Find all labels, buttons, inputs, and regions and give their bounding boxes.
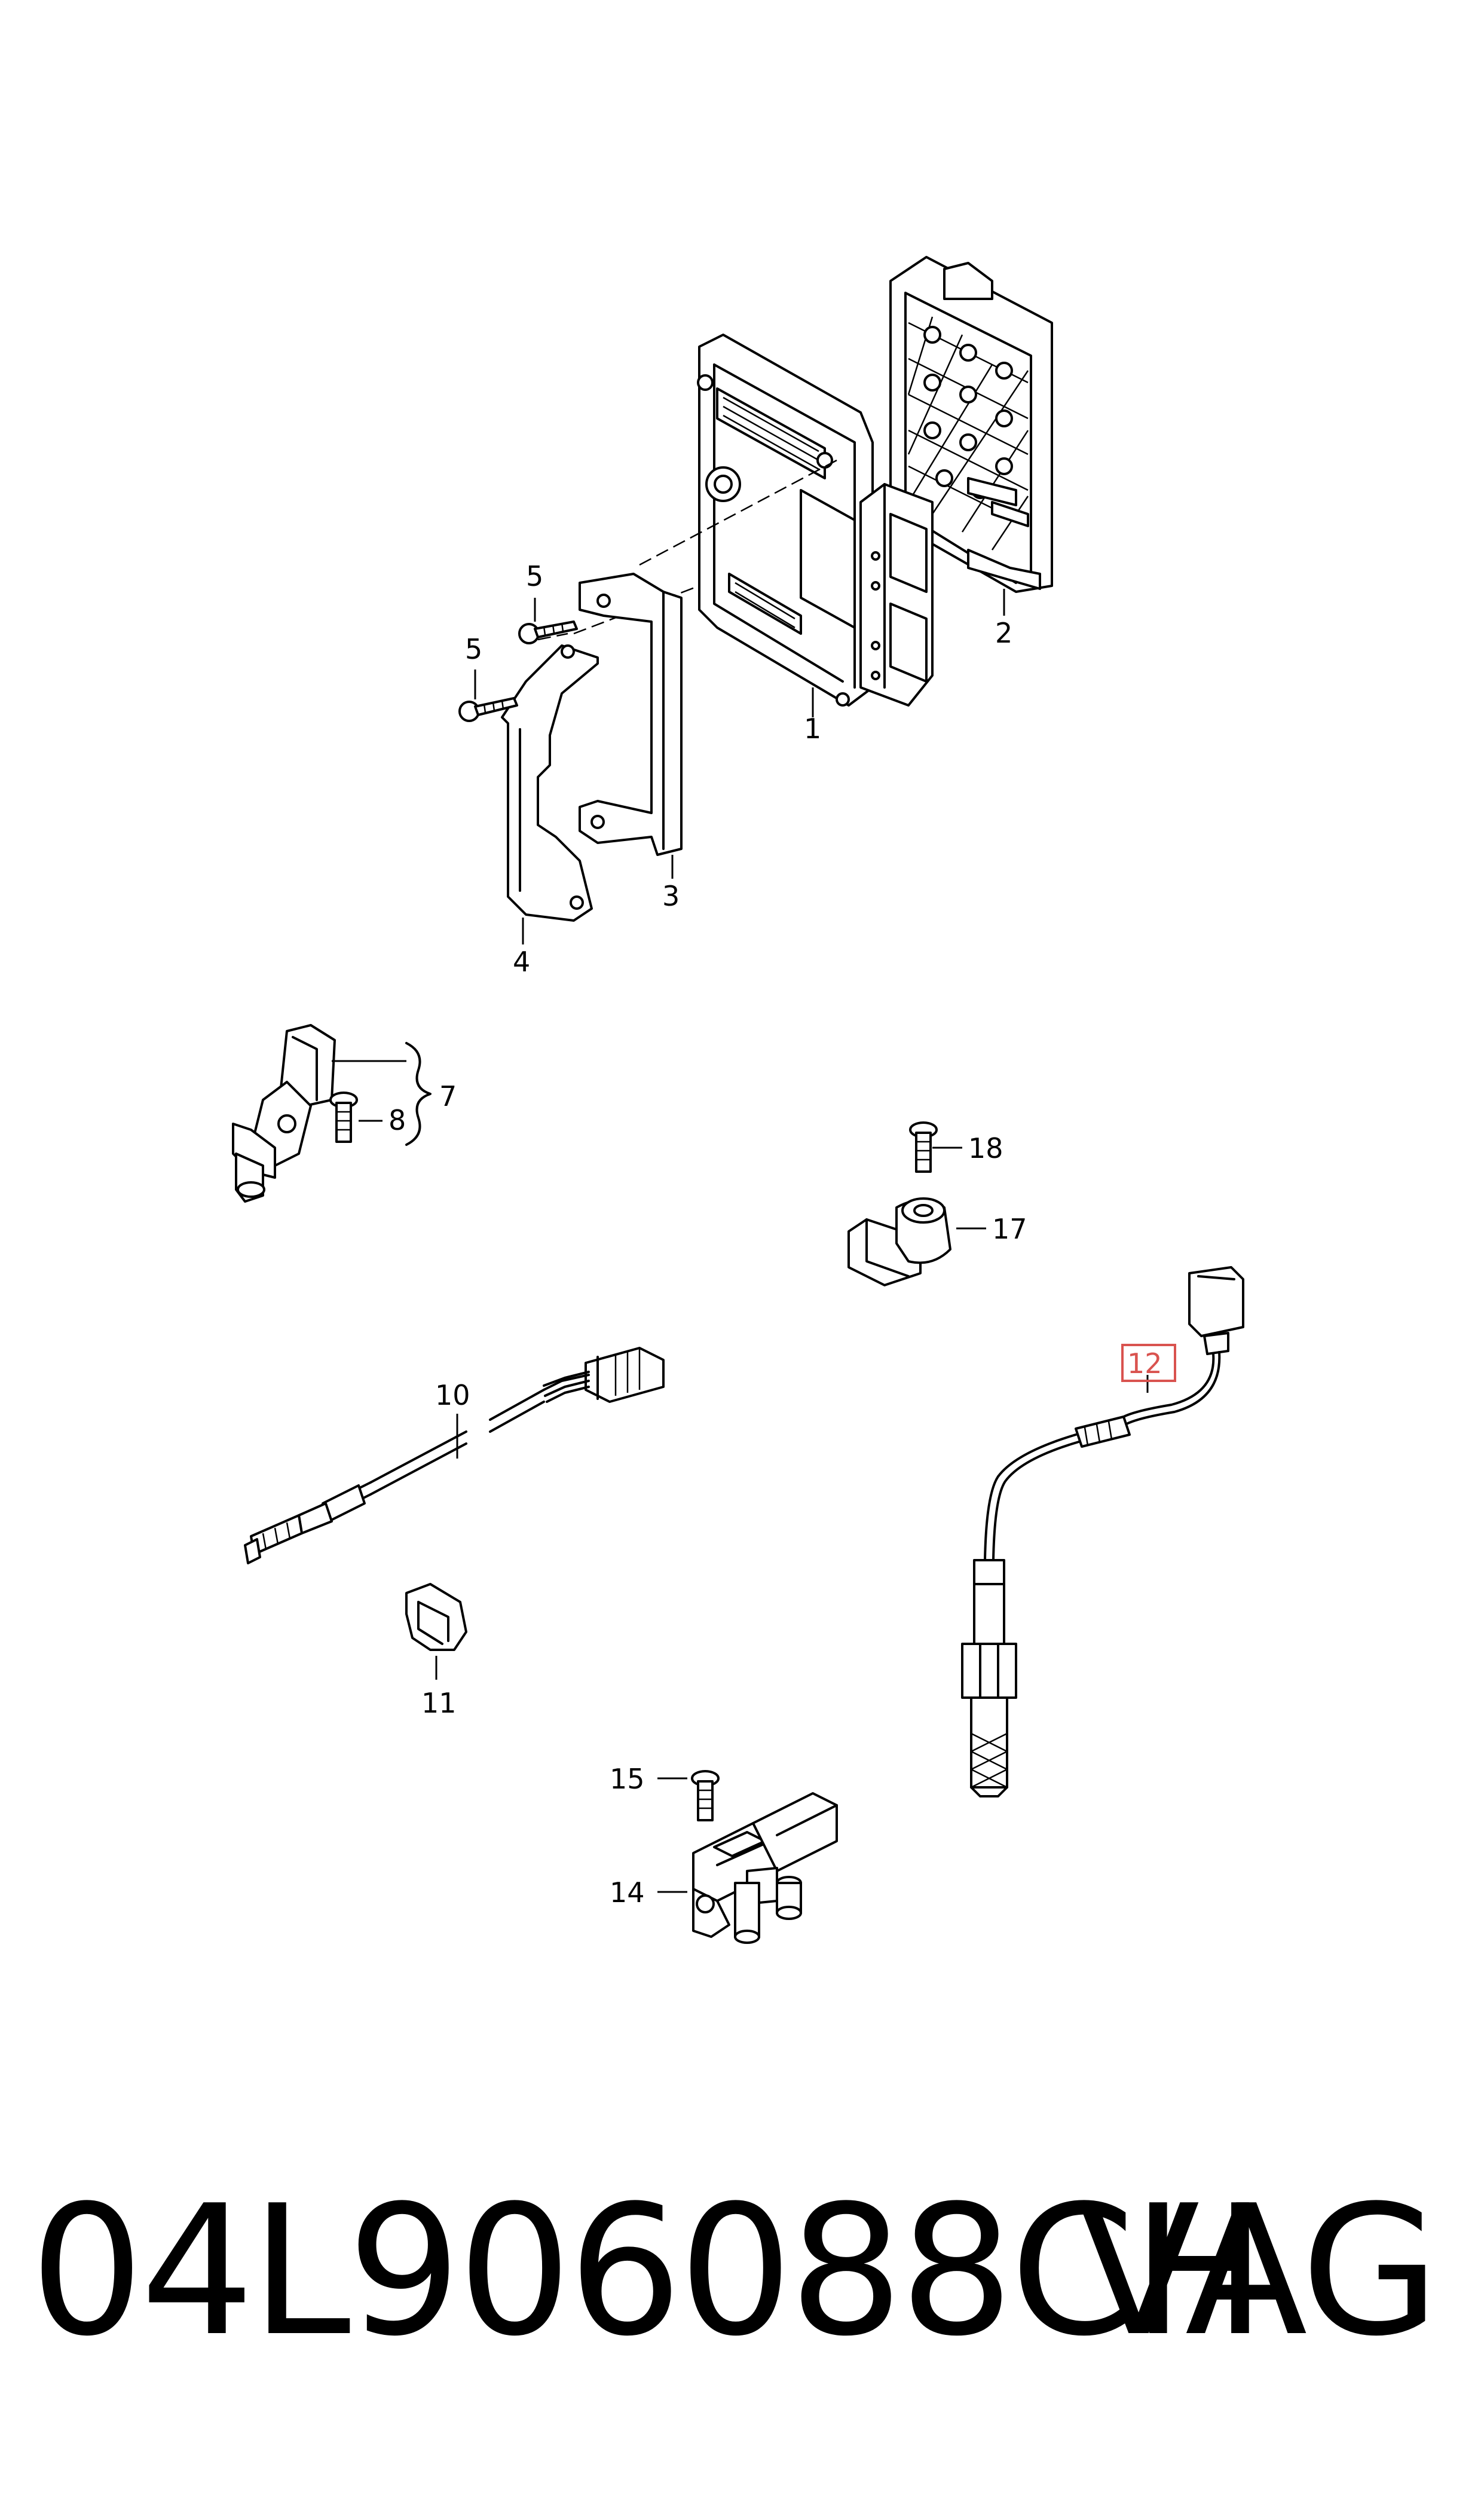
- callout-18: 18: [968, 1132, 1003, 1164]
- part-5-screw-lower: [458, 669, 518, 722]
- callout-5-lower: 5: [465, 633, 482, 665]
- callout-2: 2: [995, 617, 1012, 649]
- callout-8: 8: [388, 1104, 406, 1136]
- callout-11: 11: [421, 1687, 457, 1719]
- part-15-screw: [657, 1770, 720, 1821]
- part-1-control-unit: [697, 334, 934, 717]
- callout-17: 17: [992, 1213, 1027, 1245]
- highlight-box: [1121, 1344, 1176, 1382]
- part-number: 04L906088CH: [30, 2167, 1266, 2376]
- part-5-screw-upper: [518, 598, 578, 644]
- part-4-bracket: [501, 644, 599, 944]
- part-7-speed-sensor: [232, 1024, 432, 1203]
- part-17-knock-sensor: [847, 1197, 986, 1286]
- callout-5-upper: 5: [526, 560, 543, 592]
- callout-14: 14: [610, 1876, 645, 1909]
- callout-4: 4: [513, 946, 530, 978]
- part-10-lambda-probe: [244, 1347, 665, 1564]
- callout-15: 15: [610, 1763, 645, 1795]
- callout-3: 3: [662, 880, 680, 912]
- callout-10: 10: [435, 1379, 470, 1411]
- part-12-temperature-sensor: [961, 1266, 1244, 1797]
- callout-7: 7: [439, 1080, 457, 1112]
- part-8-screw: [329, 1092, 383, 1143]
- part-3-bracket: [579, 573, 683, 879]
- part-11-clip: [405, 1583, 467, 1680]
- part-18-screw: [909, 1121, 962, 1173]
- callout-12: 12: [1127, 1347, 1162, 1380]
- part-14-pressure-sensor: [657, 1792, 838, 1944]
- brand-name: VAG: [1077, 2167, 1440, 2376]
- callout-1: 1: [804, 713, 821, 745]
